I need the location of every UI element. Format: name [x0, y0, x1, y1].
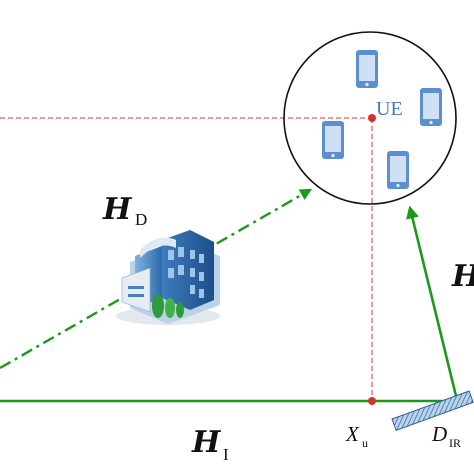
reflecting-surface-icon	[391, 390, 474, 432]
smartphone-icon	[387, 151, 409, 189]
dir-label-main: D	[431, 422, 447, 446]
hi-label-sub: I	[223, 445, 229, 464]
dir-label-sub: IR	[449, 436, 461, 450]
xu-label-sub: u	[362, 436, 368, 450]
smartphone-icon	[420, 88, 442, 126]
ue-position-dot	[368, 114, 376, 122]
smartphone-icon	[322, 121, 344, 159]
ue-label: UE	[376, 98, 403, 120]
ground-projection-dot	[368, 397, 376, 405]
hr-label-main: H	[451, 259, 474, 294]
xu-label-main: X	[345, 422, 360, 446]
building-icon	[116, 230, 220, 325]
hd-label-main: H	[102, 192, 133, 227]
ue-coverage-circle	[283, 31, 457, 205]
hd-label-sub: D	[135, 210, 147, 229]
reflected-path-arrow	[406, 205, 458, 397]
hi-label-main: H	[191, 425, 222, 460]
smartphone-icon	[356, 50, 378, 88]
